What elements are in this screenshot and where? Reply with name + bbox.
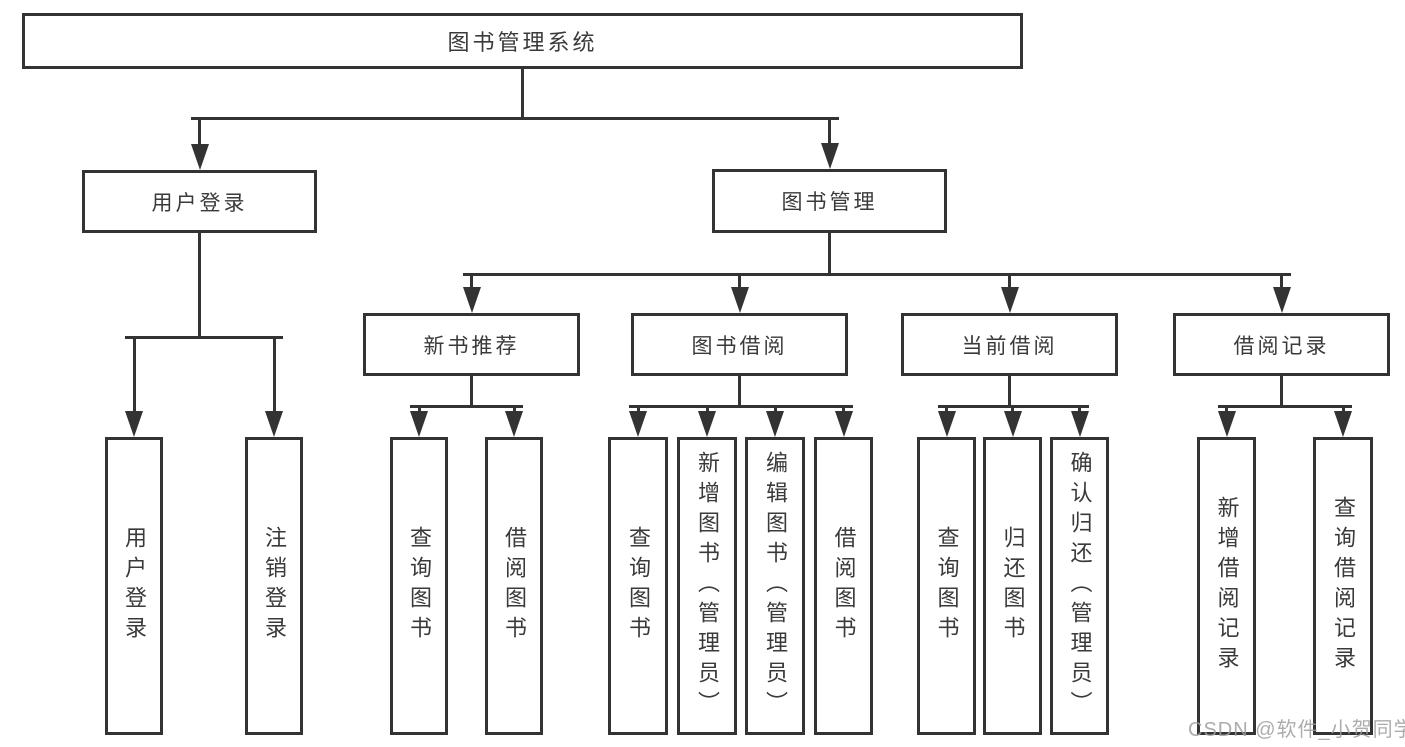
arrowhead-down-icon <box>1272 287 1291 313</box>
arrowhead-down-icon <box>1334 411 1352 437</box>
arrowhead-down-icon <box>937 411 956 437</box>
node-leaf-user-login: 用户登录 <box>105 437 163 735</box>
node-leaf-query-books-rec: 查询图书 <box>390 437 448 735</box>
arrowhead-down-icon <box>505 411 523 437</box>
arrowhead-down-icon <box>1070 411 1089 437</box>
node-label-book-borrow: 图书借阅 <box>691 334 788 358</box>
connector-stem <box>842 405 845 413</box>
connector-stem <box>198 117 201 146</box>
arrowhead-down-icon <box>1217 411 1236 437</box>
connector-branch <box>125 336 283 339</box>
node-label-leaf-query-books-bor: 查询图书 <box>626 526 651 646</box>
connector-stem <box>1280 273 1283 289</box>
node-label-leaf-return-books: 归还图书 <box>1000 526 1026 646</box>
watermark: CSDN @软件_小贺同学 <box>1188 719 1405 741</box>
node-label-leaf-add-borrow-rec: 新增借阅记录 <box>1214 496 1240 676</box>
node-leaf-query-borrow-rec: 查询借阅记录 <box>1313 437 1373 735</box>
connector-stem <box>470 375 473 408</box>
node-user-login-module: 用户登录 <box>82 170 317 233</box>
connector-stem <box>738 375 741 408</box>
node-label-user-login-module: 用户登录 <box>151 191 248 215</box>
arrowhead-down-icon <box>834 411 853 437</box>
connector-stem <box>132 336 136 413</box>
node-label-leaf-logout: 注销登录 <box>262 526 287 646</box>
connector-stem <box>470 273 473 289</box>
node-label-leaf-edit-books: 编辑图书（管理员） <box>763 451 788 721</box>
node-label-system-root: 图书管理系统 <box>447 30 598 55</box>
node-leaf-logout: 注销登录 <box>245 437 303 735</box>
connector-branch <box>190 117 839 120</box>
arrowhead-down-icon <box>125 411 143 437</box>
connector-stem <box>1078 405 1081 413</box>
connector-stem <box>773 405 777 413</box>
connector-stem <box>636 405 640 413</box>
node-label-leaf-query-borrow-rec: 查询借阅记录 <box>1331 496 1356 676</box>
arrowhead-down-icon <box>1003 411 1022 437</box>
node-label-book-mgmt-module: 图书管理 <box>781 191 878 214</box>
node-system-root: 图书管理系统 <box>22 13 1023 69</box>
arrowhead-down-icon <box>820 143 839 169</box>
connector-branch <box>410 405 523 408</box>
connector-branch <box>629 405 853 408</box>
node-leaf-query-books-bor: 查询图书 <box>608 437 668 735</box>
connector-stem <box>521 68 524 120</box>
node-current-borrow: 当前借阅 <box>901 313 1118 376</box>
arrowhead-down-icon <box>265 411 283 437</box>
node-leaf-edit-books: 编辑图书（管理员） <box>745 437 805 735</box>
connector-stem <box>1225 405 1228 413</box>
node-label-leaf-query-books-rec: 查询图书 <box>407 526 432 646</box>
connector-stem <box>1008 375 1011 408</box>
connector-stem <box>738 273 741 289</box>
node-label-leaf-confirm-return: 确认归还（管理员） <box>1067 451 1093 721</box>
node-label-borrow-records: 借阅记录 <box>1233 334 1330 358</box>
node-label-leaf-borrow-books-rec: 借阅图书 <box>502 526 527 646</box>
node-label-current-borrow: 当前借阅 <box>961 334 1058 358</box>
connector-stem <box>272 336 276 413</box>
connector-stem <box>705 405 709 413</box>
node-leaf-query-books-cur: 查询图书 <box>917 437 976 735</box>
connector-stem <box>1008 273 1011 289</box>
connector-stem <box>945 405 948 413</box>
arrowhead-down-icon <box>730 287 749 313</box>
node-leaf-add-borrow-rec: 新增借阅记录 <box>1197 437 1256 735</box>
node-leaf-borrow-books-bor: 借阅图书 <box>814 437 873 735</box>
node-borrow-records: 借阅记录 <box>1173 313 1390 376</box>
arrowhead-down-icon <box>629 411 647 437</box>
connector-stem <box>512 405 516 413</box>
node-leaf-add-books: 新增图书（管理员） <box>677 437 737 735</box>
node-leaf-confirm-return: 确认归还（管理员） <box>1050 437 1109 735</box>
node-new-book-rec: 新书推荐 <box>363 313 580 376</box>
arrowhead-down-icon <box>698 411 716 437</box>
connector-stem <box>1280 375 1283 408</box>
node-label-leaf-user-login: 用户登录 <box>122 526 147 646</box>
arrowhead-down-icon <box>766 411 784 437</box>
connector-stem <box>828 232 831 276</box>
node-label-leaf-query-books-cur: 查询图书 <box>934 526 960 646</box>
connector-stem <box>417 405 421 413</box>
node-leaf-borrow-books-rec: 借阅图书 <box>485 437 543 735</box>
arrowhead-down-icon <box>1000 287 1019 313</box>
node-label-leaf-borrow-books-bor: 借阅图书 <box>831 526 857 646</box>
node-book-borrow: 图书借阅 <box>631 313 848 376</box>
connector-stem <box>198 232 201 339</box>
connector-branch <box>1217 405 1352 408</box>
node-leaf-return-books: 归还图书 <box>983 437 1042 735</box>
node-label-new-book-rec: 新书推荐 <box>423 334 520 358</box>
arrowhead-down-icon <box>190 144 209 170</box>
arrowhead-down-icon <box>410 411 428 437</box>
node-book-mgmt-module: 图书管理 <box>712 169 947 233</box>
connector-stem <box>828 117 831 145</box>
node-label-leaf-add-books: 新增图书（管理员） <box>695 451 720 721</box>
connector-stem <box>1011 405 1014 413</box>
arrowhead-down-icon <box>462 287 481 313</box>
connector-branch <box>462 273 1291 276</box>
connector-stem <box>1341 405 1345 413</box>
